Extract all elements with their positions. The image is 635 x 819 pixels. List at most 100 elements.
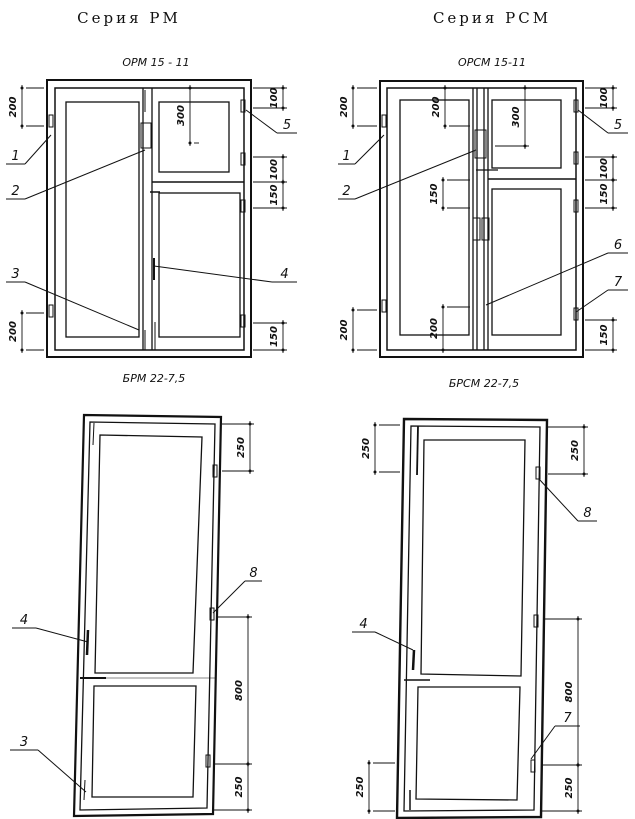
dimension-tick [246,762,250,766]
leader-line [24,149,146,200]
glass-pane [65,101,140,338]
door-outer-frame [395,417,549,819]
dimension-tick [281,86,285,90]
lock [481,217,490,241]
dimension-tick [367,809,371,813]
dimension-tick [443,124,447,128]
leader-line [354,134,385,165]
dimension-tick [351,124,355,128]
dimension-tick [281,180,285,184]
dimension-label: 250 [236,437,247,458]
dimension-label: 250 [361,438,372,459]
window-rsm-title: ОРСМ 15-11 [458,56,526,69]
dimension-label: 300 [176,105,187,126]
dimension-tick [281,155,285,159]
leader-line [24,134,52,165]
dimension-label: 200 [429,318,440,339]
dimension-tick [281,321,285,325]
dimension-tick [611,86,615,90]
dimension-tick [281,106,285,110]
dimension-tick [373,470,377,474]
callout-number: 2 [11,184,19,199]
hinge [205,754,211,768]
dimension-tick [576,763,580,767]
hinge [381,299,387,313]
dimension-label: 200 [8,321,19,342]
leader-line [538,478,579,522]
callout-number: 5 [283,118,291,133]
leader-line [37,749,87,793]
window-rm-title: ОРМ 15 - 11 [122,56,189,69]
hinge [240,199,246,213]
hinge [240,152,246,166]
dimension-label: 150 [269,326,280,347]
bolt [83,779,86,801]
dimension-tick [611,178,615,182]
dimension-tick [441,178,445,182]
dimension-label: 800 [564,682,575,703]
leader-line [485,252,609,306]
dimension-tick [248,469,252,473]
hinge [535,466,541,480]
handle [411,649,416,671]
dimension-tick [523,144,527,148]
dimension-tick [188,141,192,145]
hinge [573,99,579,113]
leader-line [354,149,477,200]
dimension-label: 200 [8,97,19,118]
window-sash-frame [386,87,577,351]
dimension-tick [576,809,580,813]
dimension-label: 100 [599,158,610,179]
dimension-tick [523,86,527,90]
dimension-tick [351,348,355,352]
hinge [48,114,54,128]
dimension-label: 250 [564,778,575,799]
dimension-tick [441,206,445,210]
hinge [530,759,536,773]
dimension-tick [188,86,192,90]
dimension-tick [611,348,615,352]
series-rm-heading: Серия РМ [77,9,181,27]
dimension-tick [351,86,355,90]
hinge [209,607,215,621]
glass-pane [158,192,241,338]
glass-pane [491,99,562,169]
dimension-label: 300 [511,107,522,128]
callout-number: 8 [583,506,591,521]
bolt [416,425,419,476]
dimension-label: 100 [599,88,610,109]
callout-number: 1 [342,149,350,164]
dimension-label: 200 [431,97,442,118]
hinge [573,307,579,321]
glass-pane [91,685,197,798]
glass-pane [399,99,470,336]
leader-line [575,289,609,313]
dimension-tick [582,425,586,429]
leader-line [530,725,556,760]
dimension-tick [248,422,252,426]
dimension-tick [611,155,615,159]
door-sash-frame [403,425,541,812]
callout-number: 3 [20,735,28,750]
hinge [240,314,246,328]
callout-number: 4 [280,267,288,282]
dimension-label: 100 [269,88,280,109]
dimension-label: 100 [269,159,280,180]
glass-pane [491,188,562,336]
lock [474,129,487,159]
callout-number: 7 [614,275,623,290]
dimension-label: 150 [269,185,280,206]
dimension-label: 800 [234,680,245,701]
dimension-label: 250 [570,440,581,461]
dimension-label: 250 [355,777,366,798]
leader-line [24,281,140,331]
window-outer-frame [379,80,584,358]
handle [85,629,90,656]
dimension-tick [611,206,615,210]
callout-number: 6 [614,238,622,253]
door-outer-frame [72,413,223,818]
dimension-label: 150 [599,325,610,346]
dimension-label: 150 [429,184,440,205]
dimension-tick [576,617,580,621]
